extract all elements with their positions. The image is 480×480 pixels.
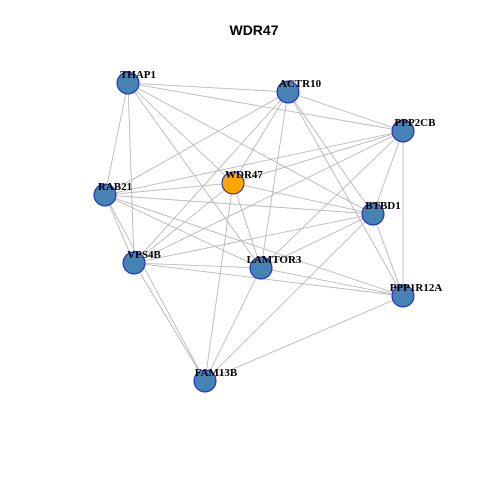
node-label-wdr47: WDR47: [225, 169, 263, 181]
edge-vps4b-lamtor3: [133, 262, 262, 269]
node-circle-ppp1r12a[interactable]: [391, 284, 415, 308]
node-circle-actr10[interactable]: [276, 80, 300, 104]
edge-vps4b-fam13b: [133, 262, 206, 382]
edge-thap1-wdr47: [127, 82, 234, 184]
edge-thap1-btbd1: [127, 82, 374, 215]
edge-btbd1-fam13b: [204, 213, 374, 382]
edge-thap1-rab21: [104, 82, 129, 196]
edge-ppp2cb-vps4b: [133, 130, 404, 264]
edge-ppp2cb-lamtor3: [260, 130, 404, 269]
node-label-fam13b: FAM13B: [195, 367, 238, 379]
node-circle-wdr47[interactable]: [221, 171, 245, 195]
node-vps4b[interactable]: VPS4B: [122, 249, 161, 275]
node-actr10[interactable]: ACTR10: [276, 78, 322, 104]
node-circle-vps4b[interactable]: [122, 251, 146, 275]
node-label-thap1: THAP1: [120, 69, 156, 81]
node-rab21[interactable]: RAB21: [93, 181, 132, 207]
edge-ppp2cb-wdr47: [232, 130, 404, 184]
node-label-lamtor3: LAMTOR3: [247, 254, 302, 266]
edge-rab21-lamtor3: [104, 194, 262, 269]
edge-wdr47-btbd1: [232, 182, 374, 215]
node-circle-lamtor3[interactable]: [249, 256, 273, 280]
edge-btbd1-vps4b: [133, 213, 374, 264]
edge-actr10-ppp1r12a: [287, 91, 404, 297]
edge-rab21-vps4b: [104, 194, 135, 264]
edge-thap1-vps4b: [127, 82, 135, 264]
node-circle-rab21[interactable]: [93, 183, 117, 207]
edge-rab21-wdr47: [104, 182, 234, 196]
node-wdr47[interactable]: WDR47: [221, 169, 263, 195]
edge-thap1-actr10: [127, 82, 289, 93]
node-lamtor3[interactable]: LAMTOR3: [247, 254, 302, 280]
node-btbd1[interactable]: BTBD1: [361, 200, 401, 226]
edge-rab21-fam13b: [104, 194, 206, 382]
diagram-title: WDR47: [229, 22, 278, 38]
edge-layer: [104, 82, 404, 382]
edge-ppp1r12a-fam13b: [204, 295, 404, 382]
edge-actr10-vps4b: [133, 91, 289, 264]
node-label-rab21: RAB21: [98, 181, 132, 193]
node-fam13b[interactable]: FAM13B: [193, 367, 238, 393]
edge-actr10-rab21: [104, 91, 289, 196]
edge-wdr47-fam13b: [204, 182, 234, 382]
node-ppp1r12a[interactable]: PPP1R12A: [390, 282, 443, 308]
edge-btbd1-lamtor3: [260, 213, 374, 269]
node-circle-thap1[interactable]: [116, 71, 140, 95]
edge-btbd1-ppp1r12a: [372, 213, 404, 297]
edge-actr10-wdr47: [232, 91, 289, 184]
edge-actr10-ppp2cb: [287, 91, 404, 132]
node-label-ppp1r12a: PPP1R12A: [390, 282, 443, 294]
edge-thap1-ppp2cb: [127, 82, 404, 132]
node-label-btbd1: BTBD1: [365, 200, 400, 212]
node-circle-btbd1[interactable]: [361, 202, 385, 226]
node-circle-fam13b[interactable]: [193, 369, 217, 393]
edge-actr10-lamtor3: [260, 91, 289, 269]
edge-wdr47-vps4b: [133, 182, 234, 264]
node-label-vps4b: VPS4B: [127, 249, 161, 261]
edge-ppp2cb-rab21: [104, 130, 404, 196]
edge-lamtor3-ppp1r12a: [260, 267, 404, 297]
node-thap1[interactable]: THAP1: [116, 69, 156, 95]
edge-wdr47-lamtor3: [232, 182, 262, 269]
node-label-actr10: ACTR10: [279, 78, 322, 90]
node-label-ppp2cb: PPP2CB: [395, 117, 437, 129]
edge-rab21-btbd1: [104, 194, 374, 215]
edge-vps4b-ppp1r12a: [133, 262, 404, 297]
node-ppp2cb[interactable]: PPP2CB: [391, 117, 437, 143]
node-circle-ppp2cb[interactable]: [391, 119, 415, 143]
edge-lamtor3-fam13b: [204, 267, 262, 382]
edge-ppp2cb-btbd1: [372, 130, 404, 215]
